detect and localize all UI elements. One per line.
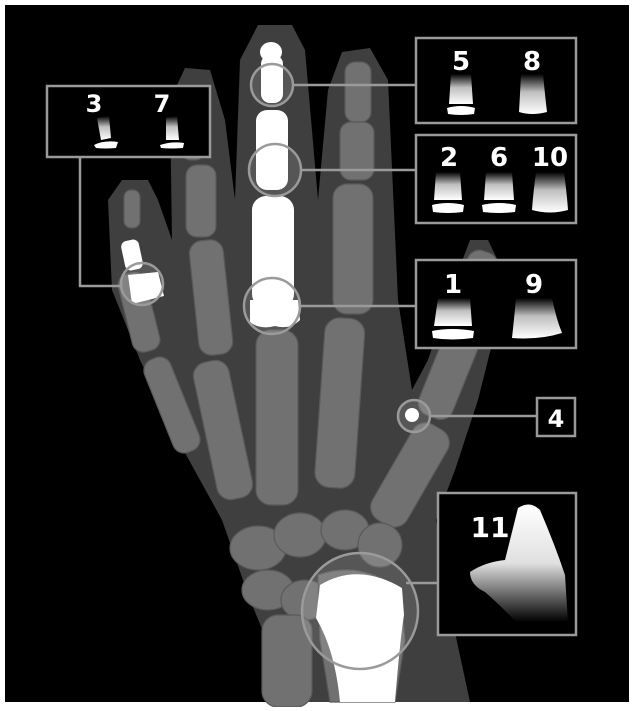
callout-box-4: 4 — [537, 398, 575, 436]
label-10: 10 — [532, 143, 568, 173]
epiphysis-icon-5 — [447, 106, 475, 115]
carpal-capitate — [274, 513, 326, 557]
bone-icon-8 — [519, 74, 547, 114]
index-middle-phalanx — [340, 122, 374, 180]
callout-box-1-9: 1 9 — [416, 260, 576, 348]
bone-icon-6 — [484, 172, 514, 200]
ring-middle-phalanx — [186, 165, 216, 237]
bone-icon-1 — [434, 298, 472, 326]
label-11: 11 — [471, 511, 510, 544]
index-proximal-phalanx — [333, 184, 373, 314]
circle-group-1-9 — [244, 278, 300, 334]
little-finger-distal-phalanx — [124, 190, 140, 228]
label-8: 8 — [523, 47, 541, 77]
epiphysis-icon-1 — [432, 329, 474, 340]
callout-box-2-6-10: 2 6 10 — [416, 135, 576, 223]
epiphysis-icon-2 — [432, 203, 464, 213]
circle-group-4 — [398, 400, 430, 432]
label-5: 5 — [452, 47, 470, 77]
circle-group-11 — [302, 553, 418, 669]
bone-icon-5 — [449, 74, 473, 104]
circle-group-3-7 — [121, 263, 163, 305]
label-7: 7 — [154, 90, 171, 118]
callout-box-5-8: 5 8 — [416, 38, 576, 123]
index-distal-phalanx — [345, 62, 371, 122]
label-1: 1 — [444, 270, 462, 300]
callout-box-3-7: 3 7 — [47, 86, 210, 157]
label-2: 2 — [440, 143, 458, 173]
bone-icon-2 — [434, 172, 462, 200]
label-3: 3 — [86, 90, 103, 118]
label-4: 4 — [548, 405, 565, 433]
bone-icon-10 — [532, 172, 568, 213]
circle-group-5-8 — [251, 64, 293, 106]
circle-group-2-6-10 — [249, 144, 301, 196]
bone-icon-7 — [166, 116, 179, 140]
label-9: 9 — [525, 270, 543, 300]
epiphysis-icon-6 — [482, 203, 516, 213]
callout-box-11: 11 — [438, 493, 576, 635]
metacarpal-3 — [256, 330, 298, 505]
label-6: 6 — [490, 143, 508, 173]
